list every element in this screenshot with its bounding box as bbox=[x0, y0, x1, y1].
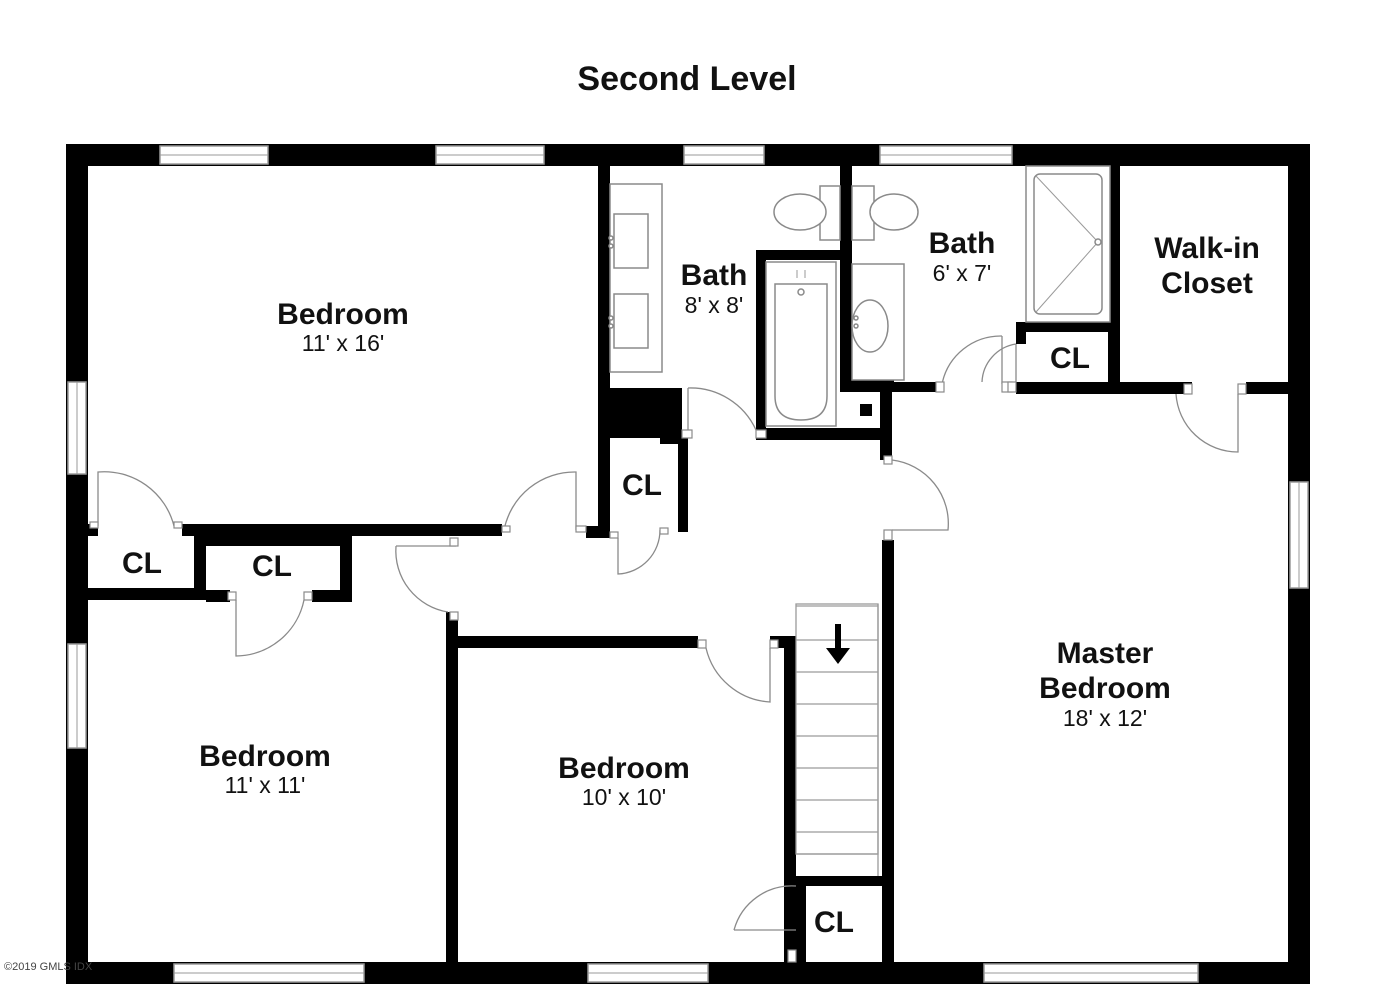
window bbox=[683, 145, 765, 165]
room-name: Bedroom bbox=[199, 740, 331, 773]
stair-direction-arrow-icon bbox=[826, 624, 850, 664]
room-dims: 10' x 10' bbox=[582, 784, 666, 810]
window bbox=[1289, 481, 1309, 589]
room-dims: 8' x 8' bbox=[685, 292, 744, 318]
room-bath-left: Bath 8' x 8' bbox=[681, 259, 748, 318]
room-walkin-closet: Walk-in Closet bbox=[1154, 232, 1260, 300]
windows bbox=[67, 145, 1309, 983]
fixtures bbox=[608, 165, 1111, 427]
room-dims: 11' x 11' bbox=[225, 772, 306, 798]
room-bedroom-mid: Bedroom 10' x 10' bbox=[558, 752, 690, 810]
window bbox=[173, 963, 365, 983]
window bbox=[879, 145, 1013, 165]
window bbox=[983, 963, 1199, 983]
room-name: Master bbox=[1057, 637, 1154, 670]
closet-label: CL bbox=[622, 469, 662, 502]
room-dims: 6' x 7' bbox=[933, 260, 992, 286]
room-name: Walk-in bbox=[1154, 232, 1260, 265]
room-name: Bedroom bbox=[277, 298, 409, 331]
room-name: Bath bbox=[929, 227, 996, 260]
toilet bbox=[869, 193, 919, 231]
sink bbox=[613, 213, 649, 269]
room-name: Bedroom bbox=[558, 752, 690, 785]
room-master-bedroom: Master Bedroom 18' x 12' bbox=[1039, 637, 1171, 731]
window bbox=[67, 643, 87, 749]
sink bbox=[613, 293, 649, 349]
room-bedroom-sw: Bedroom 11' x 11' bbox=[199, 740, 331, 798]
closet-label: CL bbox=[1050, 342, 1090, 375]
doors bbox=[89, 335, 1247, 963]
window bbox=[67, 381, 87, 475]
window bbox=[587, 963, 709, 983]
plan-title: Second Level bbox=[577, 60, 796, 98]
room-name: Closet bbox=[1161, 267, 1253, 300]
room-dims: 18' x 12' bbox=[1063, 705, 1147, 731]
closet-label: CL bbox=[814, 906, 854, 939]
room-name: Bath bbox=[681, 259, 748, 292]
window bbox=[159, 145, 269, 165]
copyright-text: ©2019 GMLS IDX bbox=[4, 961, 93, 973]
staircase bbox=[795, 603, 879, 876]
closet-label: CL bbox=[122, 547, 162, 580]
interior-walls bbox=[88, 166, 1288, 962]
room-bath-right: Bath 6' x 7' bbox=[929, 227, 996, 286]
sink bbox=[851, 299, 889, 353]
window bbox=[435, 145, 545, 165]
room-dims: 11' x 16' bbox=[302, 330, 385, 356]
closet-label: CL bbox=[252, 550, 292, 583]
room-bedroom-nw: Bedroom 11' x 16' bbox=[277, 298, 409, 356]
toilet bbox=[773, 193, 827, 231]
room-name: Bedroom bbox=[1039, 672, 1171, 705]
